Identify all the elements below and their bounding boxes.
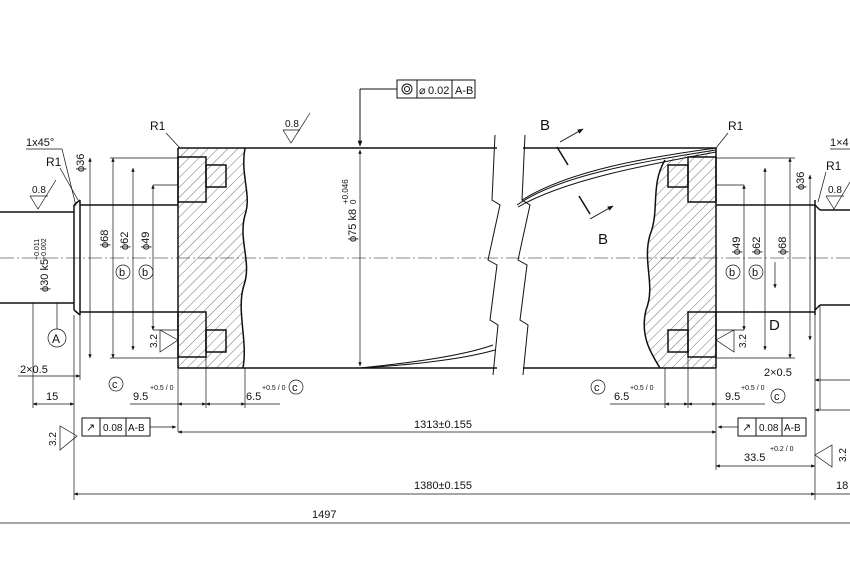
chamfer-right: 1×4	[830, 137, 849, 149]
left-circle-b2: b	[142, 267, 148, 279]
mark-d: D	[769, 317, 780, 334]
runout-left-symbol: ↗	[86, 422, 95, 434]
runout-left-datum: A-B	[128, 423, 145, 434]
roughness-right-journal: 0.8	[828, 185, 842, 196]
left-d62: ϕ62	[119, 232, 131, 250]
right-circle-c1: c	[594, 382, 600, 394]
dim-95-right-tol: +0.5 / 0	[741, 385, 765, 392]
left-d49: ϕ49	[140, 232, 152, 250]
dim-335: 33.5	[744, 452, 765, 464]
dim-95-left-tol: +0.5 / 0	[150, 385, 174, 392]
center-diameter-tol-upper: +0.046	[341, 179, 350, 204]
dim-18: 18	[836, 480, 848, 492]
right-d36: ϕ36	[795, 172, 807, 190]
right-d49: ϕ49	[731, 237, 743, 255]
section-label-top: B	[540, 117, 550, 134]
right-circle-b1: b	[729, 267, 735, 279]
radius-right-journal: R1	[826, 159, 842, 173]
dim-15: 15	[46, 391, 58, 403]
dim-95-right: 9.5	[725, 391, 740, 403]
left-journal	[0, 199, 178, 316]
tube-body	[178, 134, 717, 376]
radius-right-top: R1	[728, 119, 744, 133]
roughness-left-journal: 0.8	[32, 185, 46, 196]
radius-left-top: R1	[150, 119, 166, 133]
dim-1313: 1313±0.155	[414, 419, 472, 431]
left-d68: ϕ68	[99, 230, 111, 248]
left-d30: ϕ30 k5	[39, 259, 51, 292]
section-marks: B B	[540, 117, 614, 248]
right-circle-c2: c	[774, 391, 780, 403]
radius-left-journal: R1	[46, 155, 62, 169]
datum-a: A	[52, 332, 60, 346]
runout-right-frame: ↗ 0.08 A-B	[717, 417, 807, 437]
dim-1380: 1380±0.155	[414, 480, 472, 492]
runout-right-datum: A-B	[784, 423, 801, 434]
chamfer-left: 1x45°	[26, 137, 54, 149]
right-hub-section	[643, 148, 717, 369]
dim-335-tol: +0.2 / 0	[770, 446, 794, 453]
left-d30-tol-lower: +0.002	[41, 238, 48, 260]
roughness-left-pocket: 3.2	[149, 334, 160, 348]
dim-1497: 1497	[312, 509, 336, 521]
left-hub-section	[177, 147, 248, 369]
left-d36: ϕ36	[75, 154, 87, 172]
center-diameter-dim: ϕ75 k8 +0.046 0	[341, 149, 362, 367]
runout-left-value: 0.08	[103, 423, 123, 434]
section-label-bottom: B	[598, 231, 608, 248]
roughness-top: 0.8	[285, 119, 299, 130]
roughness-left-bottom: 3.2	[48, 432, 59, 446]
center-diameter-tol-lower: 0	[349, 199, 358, 204]
radius-labels: R1 R1 R1 R1 1x45° 1×4	[26, 119, 850, 207]
dim-65-left: 6.5	[246, 391, 261, 403]
roughness-right-pocket: 3.2	[738, 334, 749, 348]
flatness-diameter: ⌀	[419, 85, 426, 97]
left-d30-tol-upper: +0.011	[34, 239, 41, 260]
dim-65-left-tol: +0.5 / 0	[262, 385, 286, 392]
horizontal-dims: 2×0.5 15 c 9.5 +0.5 / 0 6.5 +0.5 / 0 c c…	[0, 303, 850, 524]
roughness-symbols: 0.8 0.8 0.8 3.2 3.2 3.2 3.2	[29, 112, 850, 468]
runout-right-value: 0.08	[759, 423, 779, 434]
flatness-datum: A-B	[455, 85, 473, 97]
dim-chamfer-left: 2×0.5	[20, 364, 48, 376]
left-circle-c1: c	[112, 379, 118, 391]
dim-65-right-tol: +0.5 / 0	[630, 385, 654, 392]
left-circle-c2: c	[292, 382, 298, 394]
left-diameter-dims: ϕ68 ϕ62 ϕ49 ϕ36 ϕ30 k5 +0.011 +0.002 b b…	[34, 154, 178, 359]
right-d68: ϕ68	[777, 237, 789, 255]
roughness-right-bottom: 3.2	[838, 448, 849, 462]
center-diameter-label: ϕ75 k8	[347, 209, 359, 242]
right-d62: ϕ62	[751, 237, 763, 255]
left-circle-b1: b	[119, 267, 125, 279]
right-circle-b2: b	[752, 267, 758, 279]
dim-65-right: 6.5	[614, 391, 629, 403]
dim-chamfer-right: 2×0.5	[764, 367, 792, 379]
right-journal	[716, 200, 850, 315]
dim-95-left: 9.5	[133, 391, 148, 403]
flatness-frame: ⌀ 0.02 A-B	[357, 79, 476, 147]
runout-right-symbol: ↗	[742, 422, 751, 434]
right-diameter-dims: ϕ49 ϕ62 ϕ68 ϕ36 b b D	[716, 157, 812, 359]
flatness-value: 0.02	[428, 85, 449, 97]
runout-left-frame: ↗ 0.08 A-B	[81, 417, 177, 437]
